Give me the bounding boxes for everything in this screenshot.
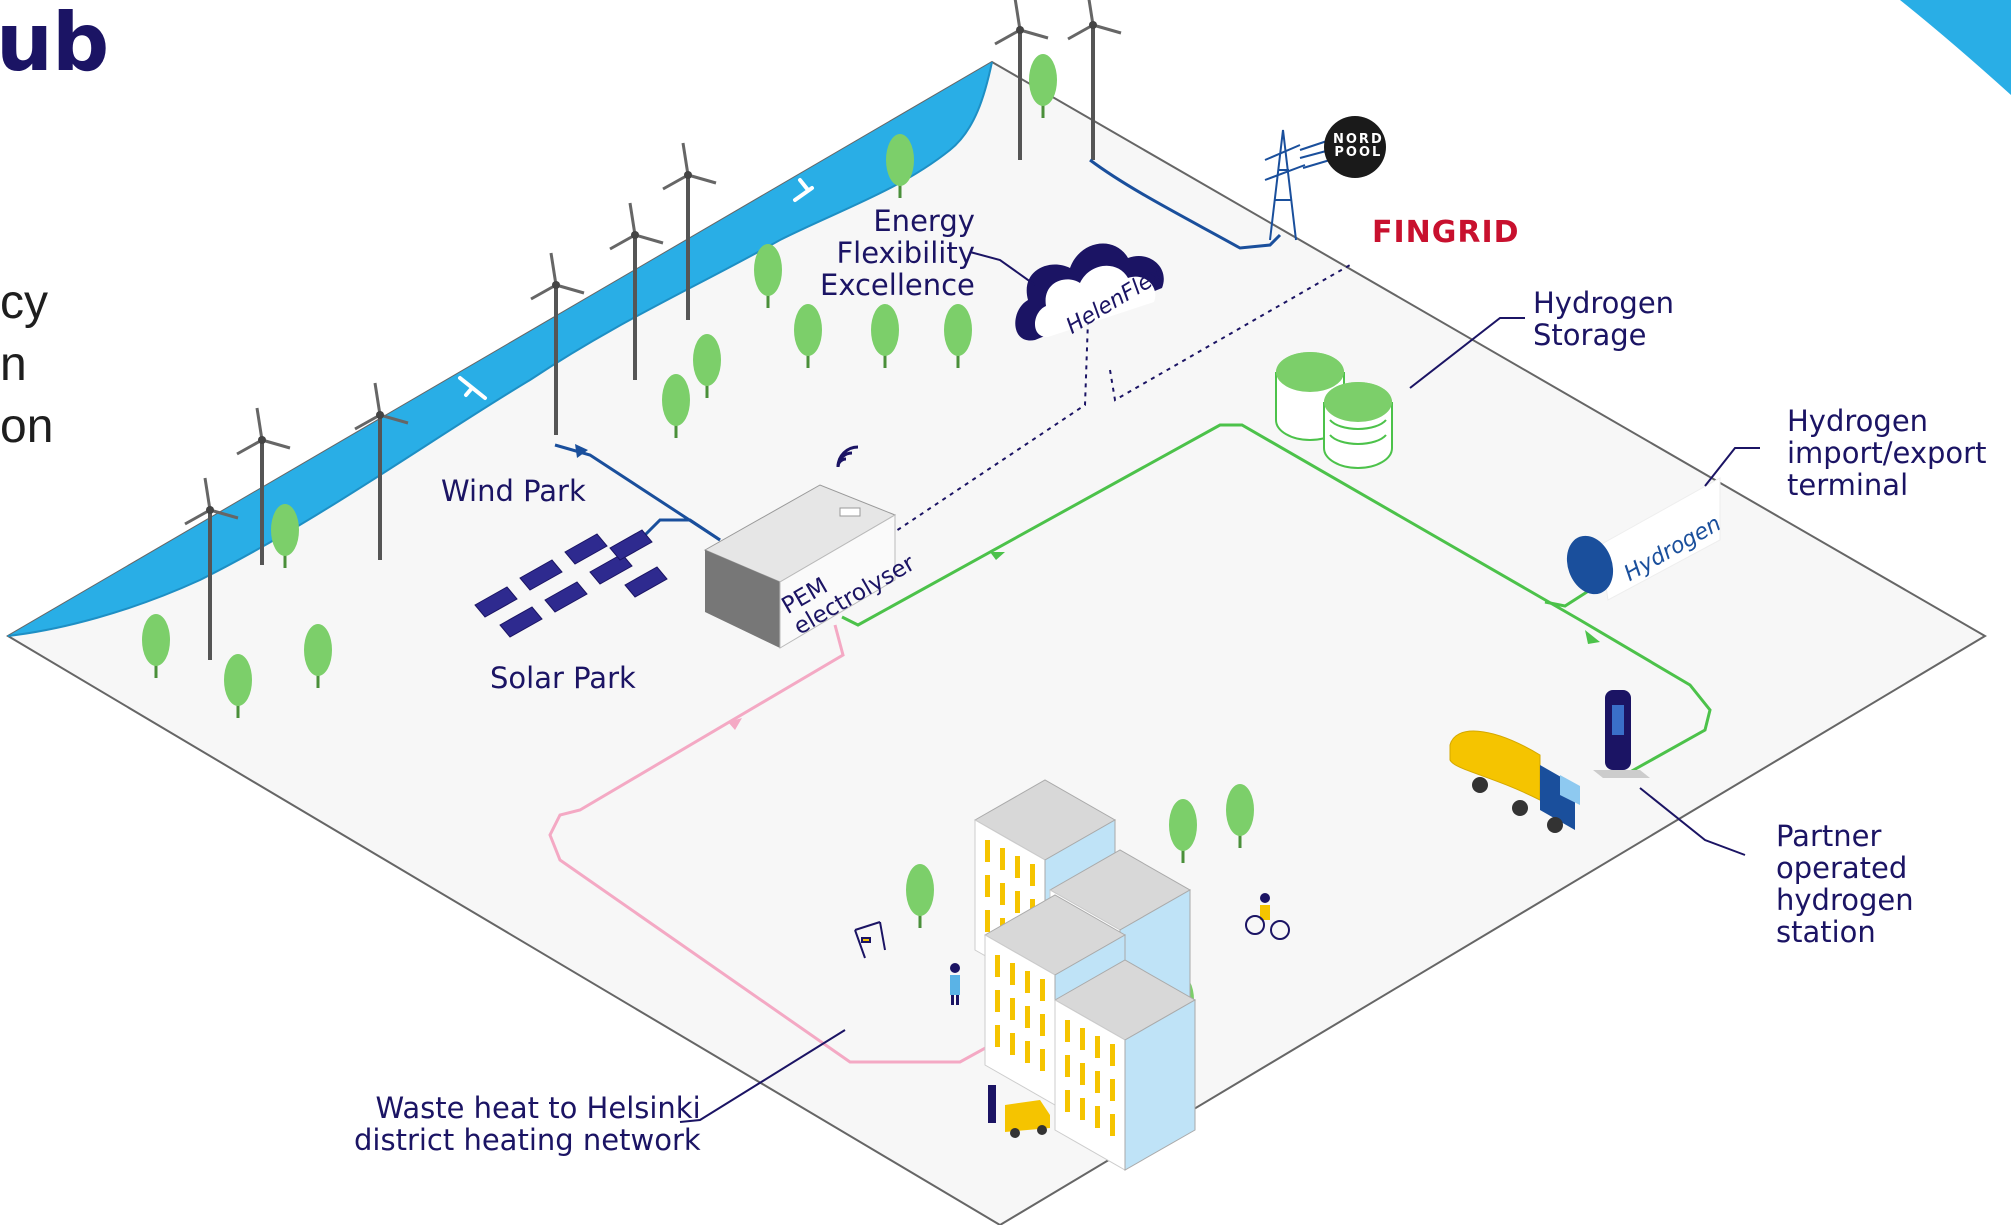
wind-turbine-icon [662, 142, 717, 320]
label-line: Storage [1533, 318, 1647, 352]
solar-panel-icon [519, 559, 563, 591]
tree-icon [754, 244, 782, 308]
slide-body-line: cy [0, 276, 48, 329]
playground-swing [854, 921, 886, 959]
label-line: Hydrogen [1533, 286, 1675, 320]
slide-body-line: on [0, 400, 54, 453]
data-connection-lines [889, 264, 1351, 536]
label-line: terminal [1787, 468, 1909, 502]
wind-turbine-icon [1067, 0, 1122, 160]
solar-panel-icon [474, 586, 518, 618]
label-waste-heat: Waste heat to Helsinki district heating … [354, 1092, 701, 1156]
slide-title-fragment: ub [0, 0, 109, 89]
tree-icon [693, 334, 721, 398]
hydrogen-station-pump [1593, 690, 1650, 778]
slide-body-fragment: cy n on [0, 272, 53, 458]
wind-turbine-icon [530, 252, 585, 435]
tree-icon [304, 624, 332, 688]
label-line: Waste heat to Helsinki [375, 1091, 701, 1125]
nordpool-line: NORD [1333, 132, 1384, 147]
pem-electrolyser-box [703, 484, 897, 649]
solar-panel-icon [624, 566, 668, 598]
people-figures [950, 893, 1290, 1005]
solar-panel-icon [564, 533, 608, 565]
tree-icon [886, 134, 914, 198]
label-line: district heating network [354, 1123, 701, 1157]
label-hydrogen-terminal: Hydrogen import/export terminal [1787, 405, 1986, 501]
label-line: Excellence [820, 268, 975, 302]
label-energy-flexibility: Energy Flexibility Excellence [820, 205, 975, 301]
label-line: Energy [873, 204, 975, 238]
hydrogen-tanker-truck [1449, 730, 1580, 833]
label-partner-station: Partner operated hydrogen station [1776, 820, 2011, 948]
slide-body-line: n [0, 338, 27, 391]
corner-accent-shape [1900, 0, 2011, 95]
tree-icon [944, 304, 972, 368]
nordpool-logo-badge [1324, 116, 1386, 178]
tree-icon [1226, 784, 1254, 848]
wind-turbine-icon [354, 382, 409, 560]
tree-icon [871, 304, 899, 368]
label-wind-park: Wind Park [441, 474, 586, 508]
tree-icon [794, 304, 822, 368]
hydrogen-storage-tanks [1275, 352, 1393, 469]
solar-panel-icon [544, 581, 588, 613]
tree-icon [1029, 54, 1057, 118]
apartment-building [1053, 959, 1197, 1171]
tree-icon [1169, 799, 1197, 863]
label-line: import/export [1787, 436, 1987, 470]
fingrid-logo: FINGRID [1372, 215, 1520, 250]
residential-buildings [973, 779, 1197, 1171]
nordpool-logo-text: NORD POOL [1333, 133, 1384, 159]
wind-turbines [184, 0, 1122, 660]
label-hydrogen-storage: Hydrogen Storage [1533, 287, 1674, 351]
label-solar-park: Solar Park [490, 661, 636, 695]
water-shoreline [8, 62, 992, 636]
car-charger [988, 1085, 1050, 1138]
hydrogen-terminal-tank [1566, 477, 1721, 601]
water-shore-edge [7, 61, 993, 637]
tree-icon [224, 654, 252, 718]
waste-heat-flow-line [548, 624, 1005, 1064]
hydrogen-flow-line [841, 423, 1712, 774]
label-line: Flexibility [836, 236, 975, 270]
solar-panel-icon [609, 529, 653, 561]
seagull-icon [458, 178, 814, 400]
solar-panel-icon [589, 553, 633, 585]
tree-icon [271, 504, 299, 568]
wifi-icon [836, 445, 859, 468]
label-line: Hydrogen [1787, 404, 1929, 438]
tree-icon [906, 864, 934, 928]
tree-icon [142, 614, 170, 678]
tree-icon [662, 374, 690, 438]
helenflex-cloud-icon [1015, 243, 1164, 341]
electricity-lines [554, 158, 1282, 547]
label-line: Partner operated [1776, 819, 1908, 885]
label-line: hydrogen station [1776, 883, 1914, 949]
wind-turbine-icon [994, 0, 1049, 160]
label-leader-lines [679, 251, 1760, 1123]
wind-turbine-icon [184, 477, 239, 660]
wind-turbine-icon [609, 202, 664, 380]
wind-turbine-icon [236, 407, 291, 565]
solar-park-panels [474, 529, 668, 638]
nordpool-line: POOL [1334, 145, 1383, 160]
power-pylon-icon [1264, 129, 1331, 241]
solar-panel-icon [499, 606, 543, 638]
